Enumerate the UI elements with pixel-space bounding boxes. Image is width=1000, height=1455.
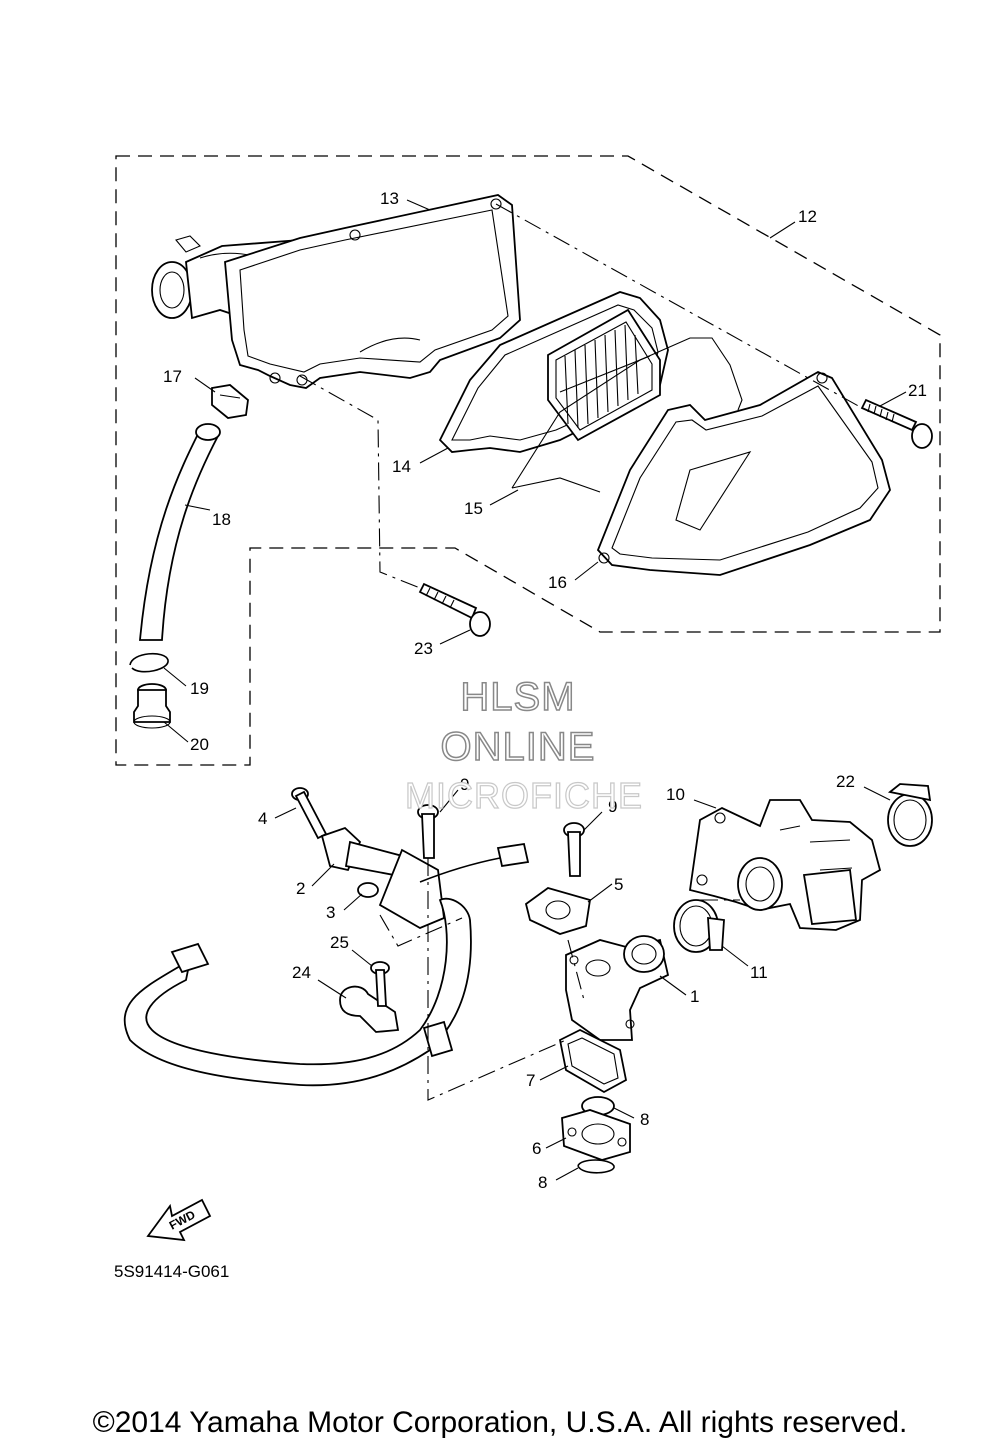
callout-5: 5: [614, 875, 623, 894]
callout-6: 6: [532, 1139, 541, 1158]
callout-15: 15: [464, 499, 483, 518]
flange-6-hole: [581, 1123, 615, 1145]
o-ring-8-lower: [577, 1159, 615, 1174]
callout-3: 3: [326, 903, 335, 922]
o-ring-3: [357, 882, 379, 898]
wire-harness: [419, 857, 501, 883]
callout-23: 23: [414, 639, 433, 658]
throttle-body-10: [688, 799, 882, 931]
callout-12: 12: [798, 207, 817, 226]
connector: [496, 842, 530, 868]
callout-14: 14: [392, 457, 411, 476]
hose-fitting-left: [170, 942, 210, 974]
callout-1: 1: [690, 987, 699, 1006]
centerline-lower-1: [427, 858, 567, 1101]
element-seal-15-lower: [511, 477, 601, 493]
fuel-hose: [123, 897, 472, 1087]
element-seal-15: [511, 337, 743, 489]
copyright-notice: ©2014 Yamaha Motor Corporation, U.S.A. A…: [92, 1406, 908, 1439]
leader-lines: [163, 199, 907, 1181]
hose-fitting-right: [422, 1020, 454, 1058]
clip-19: [129, 652, 169, 673]
clamp-22: [887, 783, 933, 847]
callout-9b: 9: [608, 797, 617, 816]
clamp-11: [673, 899, 725, 953]
callout-17: 17: [163, 367, 182, 386]
bolt-9-left: [417, 804, 439, 859]
diagram-code: 5S91414-G061: [114, 1262, 230, 1281]
callout-10: 10: [666, 785, 685, 804]
callout-25: 25: [330, 933, 349, 952]
screw-23: [418, 582, 491, 637]
callout-9a: 9: [460, 775, 469, 794]
assembly-boundary-upper: [115, 155, 941, 766]
clamp-17: [211, 384, 249, 419]
callout-11: 11: [750, 963, 768, 982]
flange-6-bolt-hole-b: [617, 1137, 627, 1147]
callout-20: 20: [190, 735, 209, 754]
hose-18-end: [195, 423, 221, 441]
callout-4: 4: [258, 809, 267, 828]
clamp-24: [339, 985, 400, 1033]
centerline-lower-3: [567, 899, 740, 1001]
callout-8a: 8: [640, 1110, 649, 1129]
air-cleaner-case: [224, 194, 521, 389]
callout-13: 13: [380, 189, 399, 208]
plug-20: [133, 683, 171, 729]
spacer-5-hole: [545, 900, 571, 920]
cover-16: [596, 370, 891, 576]
spacer-5: [524, 887, 592, 935]
watermark-line2: ONLINE: [441, 725, 596, 769]
watermark-line3: MICROFICHE: [405, 775, 643, 816]
callout-21: 21: [908, 381, 927, 400]
gasket-7: [558, 1028, 628, 1094]
callout-22: 22: [836, 772, 855, 791]
hose-18: [139, 428, 220, 641]
screw-21: [860, 398, 933, 449]
callout-24: 24: [292, 963, 311, 982]
callout-19: 19: [190, 679, 209, 698]
bolt-9-right: [563, 822, 585, 877]
flange-6-bolt-hole-a: [567, 1127, 577, 1137]
fwd-arrow-icon: FWD: [146, 1198, 212, 1242]
centerline-upper-1: [299, 375, 421, 589]
callout-16: 16: [548, 573, 567, 592]
manifold-1: [565, 935, 670, 1041]
centerline-upper-2: [495, 203, 863, 409]
callout-8b: 8: [538, 1173, 547, 1192]
callout-18: 18: [212, 510, 231, 529]
watermark-line1: HLSM: [460, 675, 575, 719]
flange-6: [561, 1109, 631, 1161]
filter-element-15: [547, 308, 661, 442]
gasket-7-inner: [567, 1037, 619, 1085]
callout-2: 2: [296, 879, 305, 898]
centerline-lower-2: [379, 914, 463, 947]
callout-7: 7: [526, 1071, 535, 1090]
bolt-25: [370, 961, 390, 1007]
screw-4: [291, 787, 328, 840]
